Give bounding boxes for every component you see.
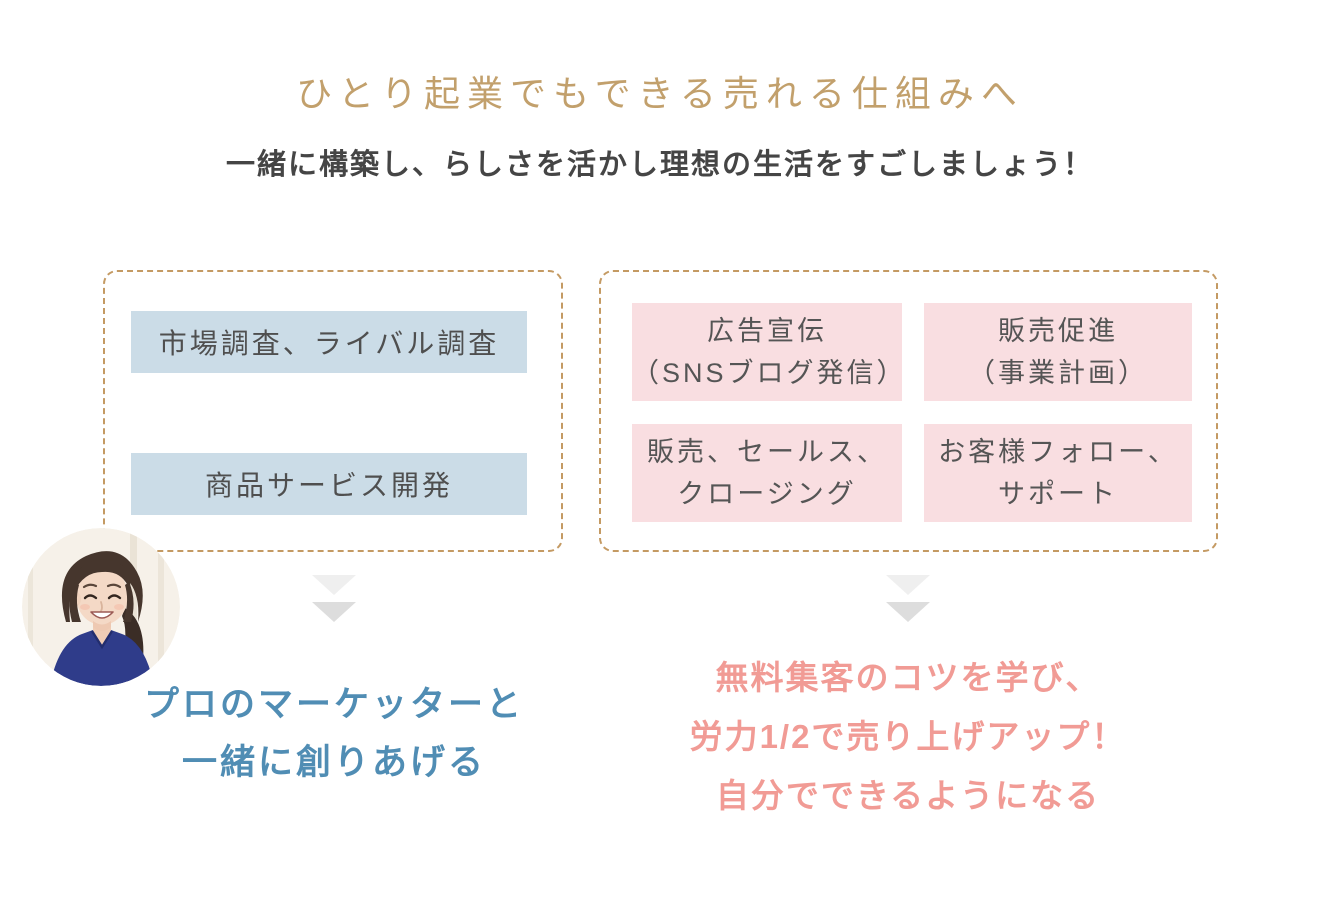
right-result-line1: 無料集客のコツを学び、 [715,659,1101,696]
marketer-tasks-box: 市場調査、ライバル調査 商品サービス開発 [103,270,563,552]
task-advertising-line1: 広告宣伝 [707,316,827,346]
task-customer-follow: お客様フォロー、 サポート [924,424,1192,522]
left-result-text: プロのマーケッターと 一緒に創りあげる [64,676,604,792]
task-customer-follow-line2: サポート [998,479,1118,509]
chevron-bottom-triangle [312,602,356,622]
task-customer-follow-line1: お客様フォロー、 [938,437,1178,467]
chevron-bottom-triangle [886,602,930,622]
task-sales-promotion: 販売促進 （事業計画） [924,303,1192,401]
section-subtitle: 一緒に構築し、らしさを活かし理想の生活をすごしましょう！ [225,149,1094,181]
section-title: ひとり起業でもできる売れる仕組みへ [296,74,1024,114]
left-result-line2: 一緒に創りあげる [181,743,486,782]
task-sales-closing: 販売、セールス、 クロージング [632,424,902,522]
down-chevron-icon [886,575,930,622]
task-product-service-development: 商品サービス開発 [131,453,527,515]
right-result-line3: 自分でできるようになる [715,777,1101,814]
right-result-text: 無料集客のコツを学び、 労力1/2で売り上げアップ！ 自分でできるようになる [638,648,1178,825]
task-advertising-line2: （SNSブログ発信） [632,358,907,388]
task-advertising: 広告宣伝 （SNSブログ発信） [632,303,907,401]
task-sales-promotion-line1: 販売促進 [998,316,1118,346]
task-sales-closing-line1: 販売、セールス、 [647,437,887,467]
self-tasks-box: 広告宣伝 （SNSブログ発信） 販売促進 （事業計画） 販売、セールス、 クロー… [599,270,1218,552]
task-market-research: 市場調査、ライバル調査 [131,311,527,373]
woman-portrait-illustration [22,528,180,686]
task-sales-closing-line2: クロージング [677,479,857,509]
consultant-portrait-photo [22,528,180,686]
left-result-line1: プロのマーケッターと [143,685,524,724]
chevron-top-triangle [312,575,356,595]
task-sales-promotion-line2: （事業計画） [968,358,1148,388]
down-chevron-icon [312,575,356,622]
chevron-top-triangle [886,575,930,595]
right-result-line2: 労力1/2で売り上げアップ！ [689,718,1127,755]
